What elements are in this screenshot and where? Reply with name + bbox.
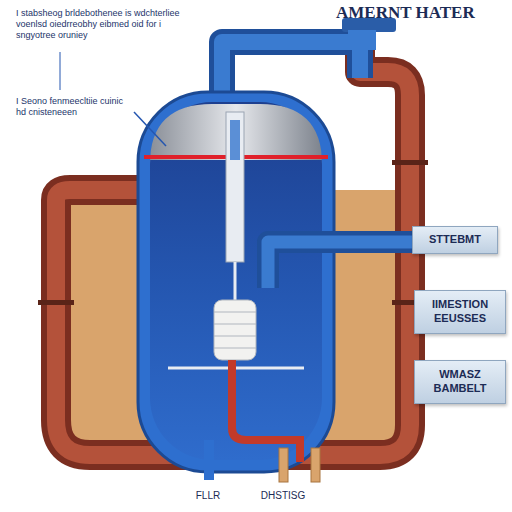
- annotation-text: I Seono fenmeecltiie cuinic hd cnistenee…: [16, 96, 132, 118]
- tank-shell: [138, 92, 334, 472]
- panel-text: IIMESTION EEUSSES: [415, 298, 505, 326]
- panel-text: WMASZ BAMBELT: [415, 368, 505, 396]
- leader-line: [134, 112, 166, 146]
- leader-line: [60, 52, 61, 90]
- heating-element: [214, 300, 256, 360]
- label-panel: WMASZ BAMBELT: [414, 360, 506, 404]
- panel-text: STTEBMT: [429, 233, 481, 247]
- annotation-text: FLLR: [188, 490, 228, 502]
- annotation-text: I stabsheog brldebothenee is wdchterliee…: [16, 8, 196, 40]
- diagram-title: AMERNT HATER: [336, 3, 475, 23]
- thermostat: [226, 112, 244, 262]
- label-panel: STTEBMT: [412, 226, 498, 254]
- label-panel: IIMESTION EEUSSES: [414, 290, 506, 334]
- annotation-text: DHSTISG: [254, 490, 312, 502]
